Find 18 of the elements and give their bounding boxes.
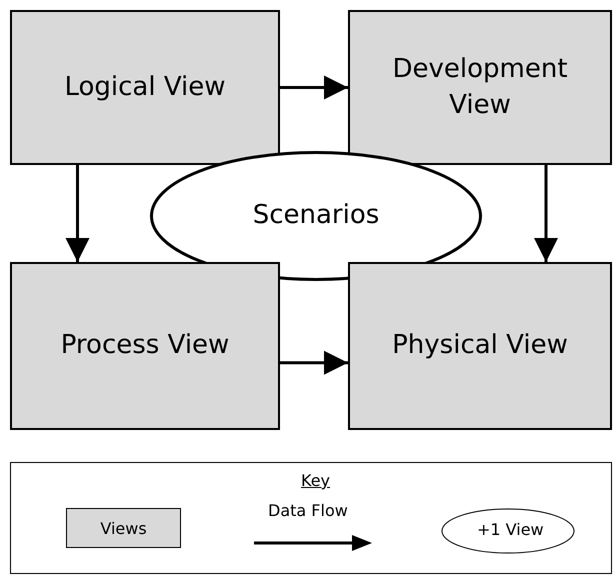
view-box — [348, 10, 612, 165]
arrow — [534, 165, 558, 262]
legend-text: Data Flow — [268, 501, 348, 520]
scenarios-ellipse — [150, 151, 482, 281]
view-label: Process View — [60, 329, 230, 362]
view-label: Development View — [391, 53, 569, 122]
view-box — [10, 10, 280, 165]
view-label: Logical View — [64, 70, 226, 104]
arrow — [280, 76, 348, 100]
view-box — [10, 262, 280, 430]
view-box — [348, 262, 612, 430]
view-label: Scenarios — [252, 199, 380, 232]
arrow — [66, 165, 90, 262]
view-label: Physical View — [392, 329, 568, 362]
legend-text: Views — [100, 518, 147, 538]
arrow — [280, 350, 348, 375]
legend-text: +1 View — [477, 520, 544, 539]
legend-heading: Key — [301, 471, 330, 490]
